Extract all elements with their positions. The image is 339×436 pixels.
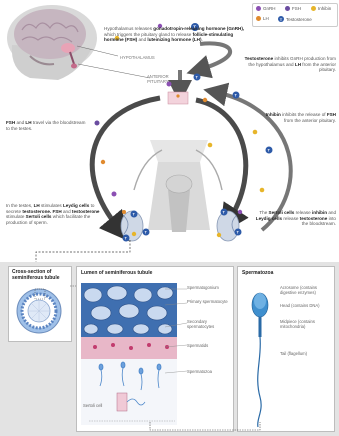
detail-panels-region: Cross-section of seminiferous tubule Lum… — [0, 262, 339, 436]
fsh-lh-annotation: FSH and LH travel via the bloodstream to… — [6, 120, 90, 131]
hypothalamus-annotation: Hypothalamus releases gonadotropin-relea… — [104, 26, 254, 43]
male-torso-illustration — [121, 140, 239, 241]
testes-annotation: In the testes, LH stimulates Leydig cell… — [6, 203, 102, 225]
testosterone-annotation: Testosterone inhibits GnRH production fr… — [238, 56, 336, 73]
sertoli-annotation: The Sertoli cells release inhibin and Le… — [252, 210, 336, 227]
panel-connectors — [0, 262, 339, 436]
anterior-pituitary-label: ANTERIOR PITUITARY — [147, 74, 169, 84]
hypothalamus-label: HYPOTHALAMUS — [120, 55, 155, 60]
inhibin-annotation: Inhibin inhibits the release of FSH from… — [262, 112, 336, 123]
head-illustration — [7, 5, 97, 80]
